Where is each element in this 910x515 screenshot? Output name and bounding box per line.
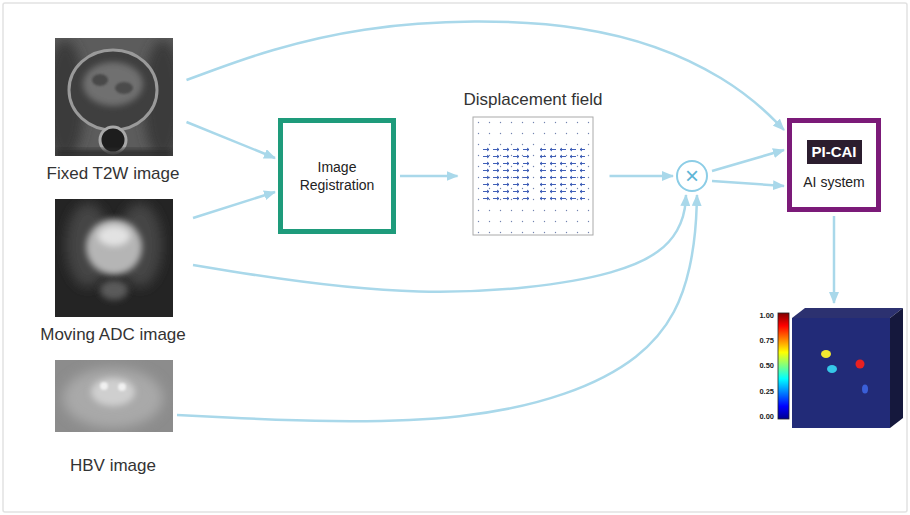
prostate bbox=[86, 219, 142, 275]
flow-arrow bbox=[187, 122, 276, 158]
flow-arrow bbox=[193, 195, 686, 292]
field-node: Displacement field bbox=[461, 90, 606, 237]
t2w-image bbox=[55, 38, 173, 156]
hbv-image bbox=[55, 360, 173, 432]
field-heading: Displacement field bbox=[464, 90, 603, 110]
rectum bbox=[100, 127, 126, 153]
rectum bbox=[100, 280, 128, 300]
logo-text: PI-CAI bbox=[807, 140, 862, 164]
flow-arrow bbox=[610, 175, 674, 178]
frame bbox=[3, 3, 907, 512]
colorbar-tick: 0.75 bbox=[748, 336, 774, 346]
flow-arrow bbox=[712, 181, 784, 186]
flow-arrow bbox=[193, 192, 275, 218]
lesion bbox=[856, 360, 865, 369]
prostate-zone bbox=[98, 226, 130, 246]
field-vectors bbox=[482, 146, 530, 202]
output-map bbox=[778, 308, 903, 428]
flow-arrow bbox=[400, 175, 458, 178]
flow-arrow bbox=[712, 150, 784, 171]
image-ground bbox=[55, 199, 173, 317]
box-label: AI system bbox=[803, 174, 864, 191]
bright-spot bbox=[118, 383, 126, 391]
image-node: Fixed T2W image bbox=[44, 38, 183, 184]
tissue bbox=[63, 368, 163, 428]
image-node: HBV image bbox=[53, 360, 173, 476]
prostate-zone bbox=[83, 62, 143, 106]
lesion bbox=[827, 365, 837, 373]
adc-image bbox=[55, 199, 173, 317]
displacement-field bbox=[473, 117, 593, 235]
flow-arrow bbox=[177, 195, 697, 421]
image-caption: Fixed T2W image bbox=[47, 164, 180, 184]
image-caption: HBV image bbox=[70, 456, 156, 476]
field-vectors bbox=[537, 146, 585, 202]
lesion bbox=[862, 385, 868, 394]
tissue bbox=[115, 82, 133, 94]
field-grid bbox=[474, 118, 592, 234]
image-node: Moving ADC image bbox=[37, 199, 189, 345]
multiply-sign: × bbox=[685, 164, 699, 188]
box-label: Image Registration bbox=[289, 158, 385, 194]
colorbar-tick: 0.25 bbox=[748, 387, 774, 397]
flow-arrow bbox=[833, 216, 836, 303]
multiply-circle: × bbox=[676, 160, 708, 192]
colorbar-tick: 0.00 bbox=[748, 412, 774, 422]
colorbar-tick: 1.00 bbox=[748, 311, 774, 321]
tissue bbox=[55, 150, 173, 156]
field-frame bbox=[473, 117, 593, 235]
flow-arrow bbox=[187, 22, 785, 130]
colorbar bbox=[778, 313, 789, 419]
cube-side bbox=[890, 308, 903, 428]
colorbar-tick: 0.50 bbox=[748, 361, 774, 371]
cube-front bbox=[792, 318, 890, 428]
prostate bbox=[69, 50, 157, 130]
ai-system-box: PI-CAI AI system bbox=[787, 118, 881, 212]
output-node: 1.00 0.75 0.50 0.25 0.00 bbox=[748, 306, 906, 432]
bright-spot bbox=[100, 382, 108, 390]
process-box: Image Registration bbox=[278, 118, 396, 234]
tissue bbox=[92, 74, 108, 86]
cube-top bbox=[792, 308, 903, 318]
prostate bbox=[91, 378, 135, 406]
image-ground bbox=[55, 360, 173, 432]
lesion bbox=[821, 350, 831, 358]
image-caption: Moving ADC image bbox=[40, 325, 186, 345]
